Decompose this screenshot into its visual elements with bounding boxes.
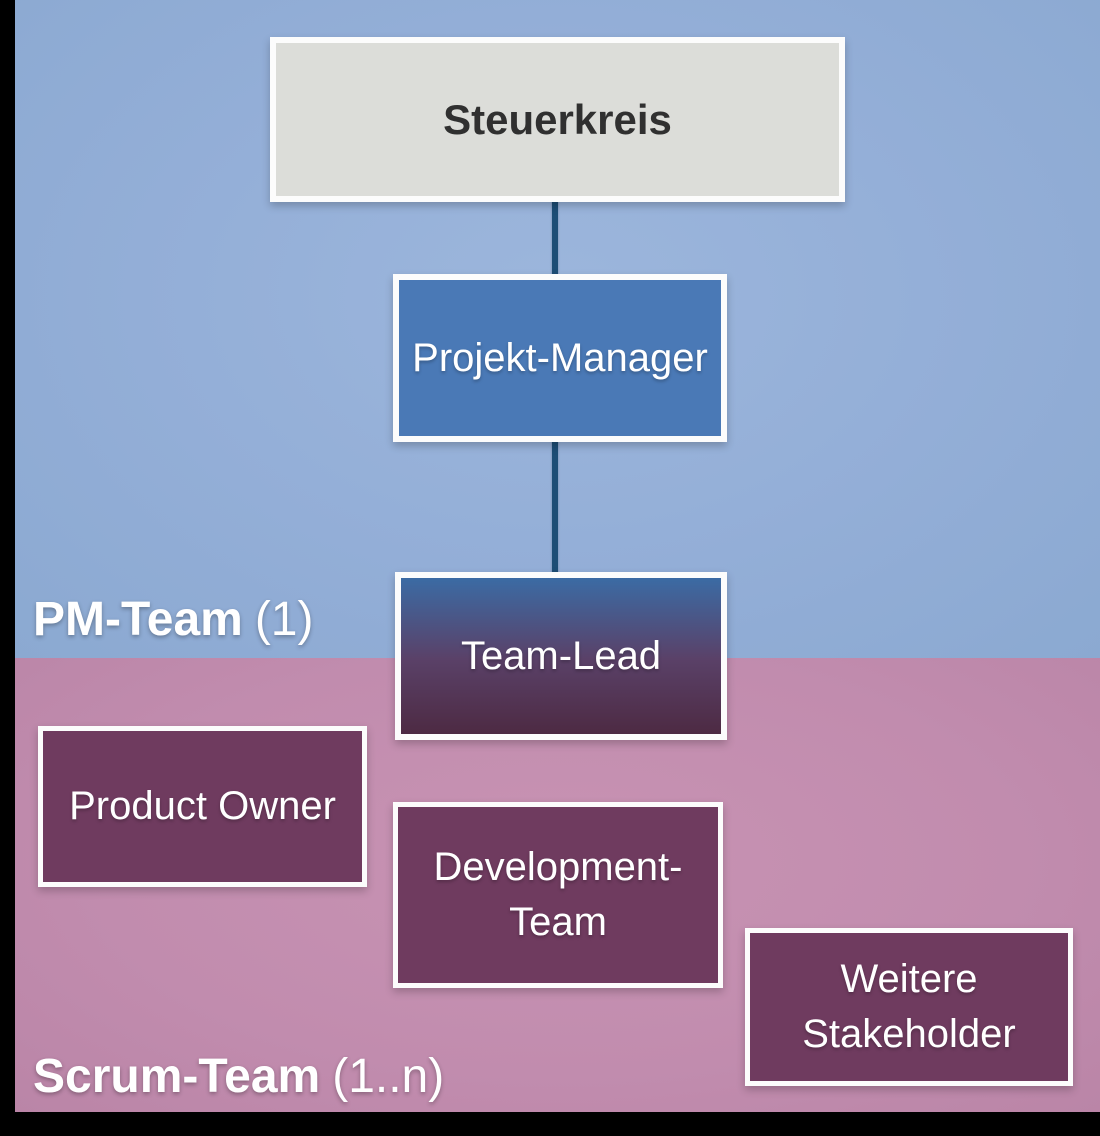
node-product-owner-label: Product Owner	[69, 784, 336, 828]
pm-team-name: PM-Team	[33, 593, 243, 646]
node-team-lead: Team-Lead	[395, 572, 727, 740]
connector-steuerkreis-to-projektmanager	[552, 198, 558, 278]
node-projekt-manager-label: Projekt-Manager	[412, 335, 708, 380]
node-development-team-line2: Team	[509, 900, 607, 944]
node-weitere-stakeholder-line2: Stakeholder	[802, 1012, 1016, 1056]
node-weitere-stakeholder-line1: Weitere	[840, 957, 978, 1001]
node-steuerkreis-label: Steuerkreis	[443, 96, 672, 143]
scrum-team-name: Scrum-Team	[33, 1050, 321, 1103]
scrum-team-cardinality: (1..n)	[332, 1050, 445, 1103]
node-weitere-stakeholder: Weitere Stakeholder	[745, 928, 1073, 1086]
pm-team-label: PM-Team(1)	[33, 592, 313, 648]
node-product-owner: Product Owner	[38, 726, 367, 887]
node-projekt-manager: Projekt-Manager	[393, 274, 727, 442]
node-development-team: Development- Team	[393, 802, 723, 988]
node-team-lead-label: Team-Lead	[460, 633, 662, 678]
node-steuerkreis: Steuerkreis	[270, 37, 845, 202]
node-development-team-line1: Development-	[433, 845, 683, 889]
scrum-team-label: Scrum-Team(1..n)	[33, 1049, 444, 1105]
pm-team-cardinality: (1)	[254, 593, 314, 646]
connector-projektmanager-to-teamlead	[552, 438, 558, 576]
